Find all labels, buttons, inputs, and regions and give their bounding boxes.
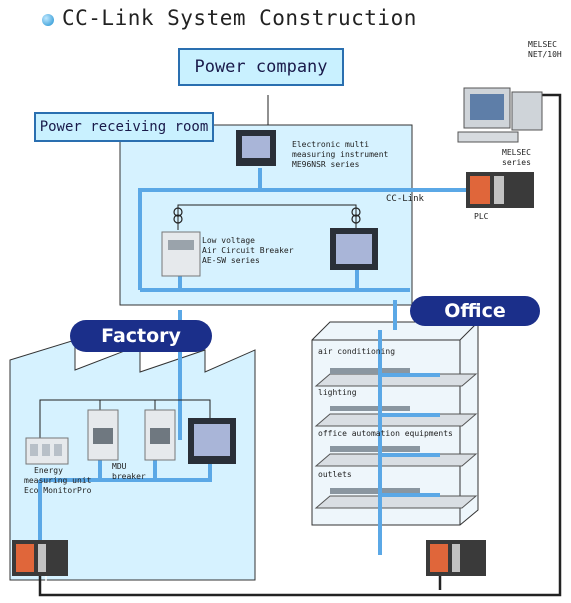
energy-measuring-unit xyxy=(25,437,69,465)
acb-device xyxy=(161,231,201,277)
computer-icon xyxy=(457,87,543,143)
office-floor-label: office automation equipments xyxy=(318,429,453,438)
transformer-icon xyxy=(173,207,361,224)
cc-link-network xyxy=(38,168,480,555)
power-company-label: Power company xyxy=(178,48,344,86)
office-label: Office xyxy=(410,296,540,326)
office-floor-label: air conditioning xyxy=(318,347,396,356)
title-bullet-icon xyxy=(42,14,54,26)
office-floor-label: outlets xyxy=(318,470,352,479)
page-title: CC-Link System Construction xyxy=(62,6,417,30)
power-receiving-room-label: Power receiving room xyxy=(34,112,214,142)
factory-label: Factory xyxy=(70,320,212,352)
cc-link-caption: CC-Link xyxy=(386,194,424,204)
plc-units xyxy=(12,172,534,576)
meter-devices xyxy=(188,130,378,464)
plc-caption: PLC xyxy=(474,212,489,221)
office-floor-label: lighting xyxy=(318,388,357,397)
mdu-breakers xyxy=(87,409,176,461)
office-equipment-rows xyxy=(330,368,420,494)
melsec-net-loop xyxy=(38,93,562,597)
